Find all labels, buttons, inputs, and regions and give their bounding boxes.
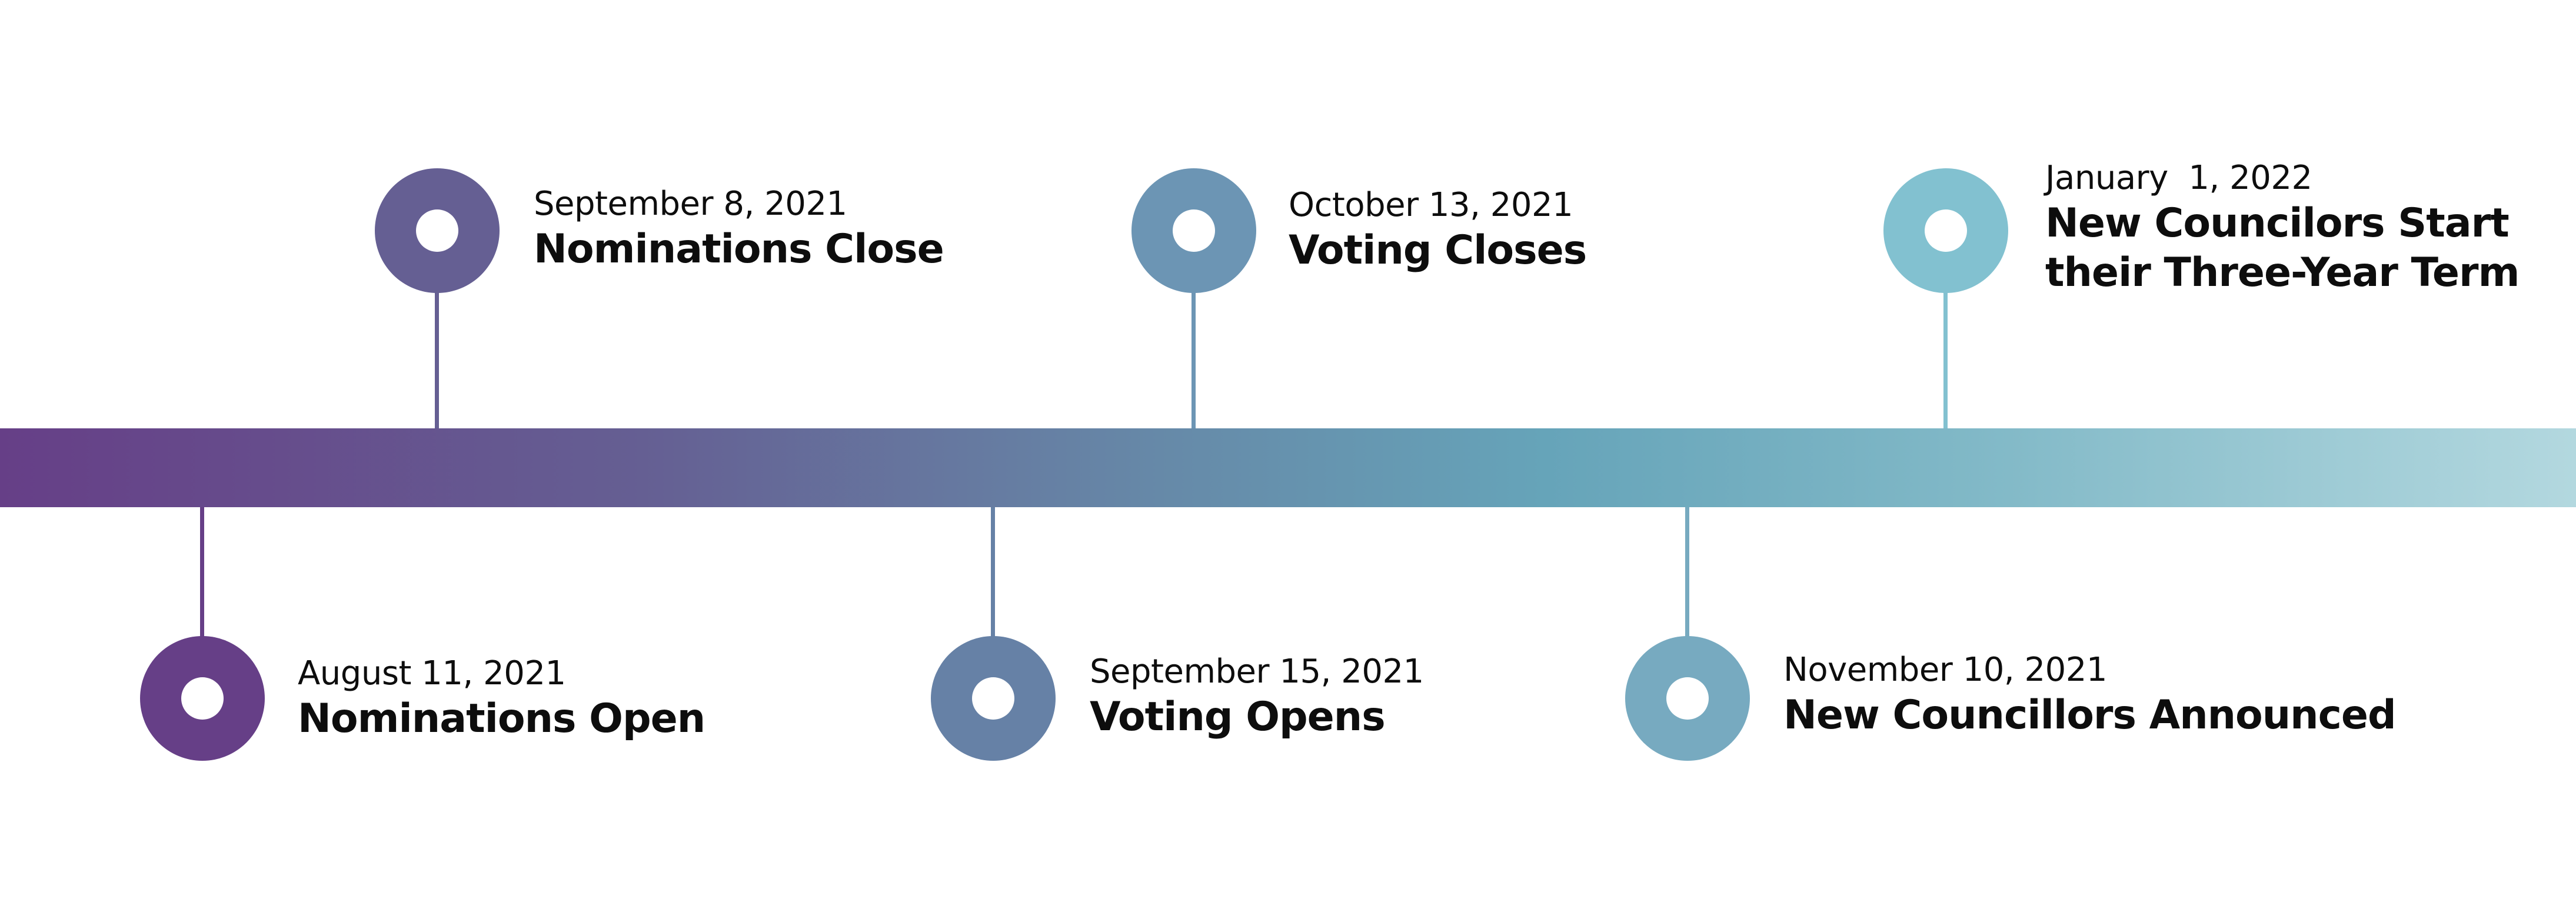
milestone-marker-sep-8 bbox=[375, 168, 500, 293]
milestone-label-jan-1: January 1, 2022 New Councilors Start the… bbox=[2045, 158, 2520, 298]
milestone-title-line-2: their Three-Year Term bbox=[2045, 249, 2520, 296]
timeline-bar bbox=[0, 428, 2576, 507]
milestone-label-oct-13: October 13, 2021 Voting Closes bbox=[1289, 185, 1587, 275]
milestone-title: Voting Closes bbox=[1289, 227, 1587, 274]
milestone-label-sep-8: September 8, 2021 Nominations Close bbox=[534, 184, 944, 274]
connector-oct-13 bbox=[1192, 292, 1196, 428]
milestone-label-aug-11: August 11, 2021 Nominations Open bbox=[298, 653, 705, 744]
milestone-date: January 1, 2022 bbox=[2045, 159, 2312, 197]
marker-hole bbox=[181, 677, 224, 720]
milestone-date: October 13, 2021 bbox=[1289, 186, 1573, 224]
marker-hole bbox=[972, 677, 1014, 720]
milestone-date: September 8, 2021 bbox=[534, 185, 847, 223]
connector-sep-8 bbox=[435, 292, 439, 428]
connector-aug-11 bbox=[200, 507, 204, 644]
milestone-marker-oct-13 bbox=[1131, 168, 1256, 293]
milestone-marker-aug-11 bbox=[140, 636, 265, 761]
milestone-title: Nominations Open bbox=[298, 695, 705, 742]
milestone-marker-jan-1 bbox=[1883, 168, 2008, 293]
connector-nov-10 bbox=[1685, 507, 1689, 644]
marker-hole bbox=[1173, 209, 1215, 252]
milestone-label-sep-15: September 15, 2021 Voting Opens bbox=[1090, 651, 1424, 742]
milestone-marker-nov-10 bbox=[1625, 636, 1750, 761]
milestone-title: Voting Opens bbox=[1090, 694, 1386, 740]
milestone-title: New Councillors Announced bbox=[1783, 692, 2397, 738]
milestone-date: August 11, 2021 bbox=[298, 654, 566, 693]
marker-hole bbox=[1666, 677, 1709, 720]
milestone-date: September 15, 2021 bbox=[1090, 653, 1424, 691]
connector-jan-1 bbox=[1943, 292, 1948, 428]
marker-hole bbox=[416, 209, 458, 252]
milestone-title: Nominations Close bbox=[534, 226, 944, 272]
marker-hole bbox=[1925, 209, 1967, 252]
milestone-date: November 10, 2021 bbox=[1783, 651, 2107, 689]
connector-sep-15 bbox=[991, 507, 995, 644]
milestone-marker-sep-15 bbox=[931, 636, 1056, 761]
milestone-title-line-1: New Councilors Start bbox=[2045, 200, 2510, 247]
milestone-label-nov-10: November 10, 2021 New Councillors Announ… bbox=[1783, 650, 2397, 740]
